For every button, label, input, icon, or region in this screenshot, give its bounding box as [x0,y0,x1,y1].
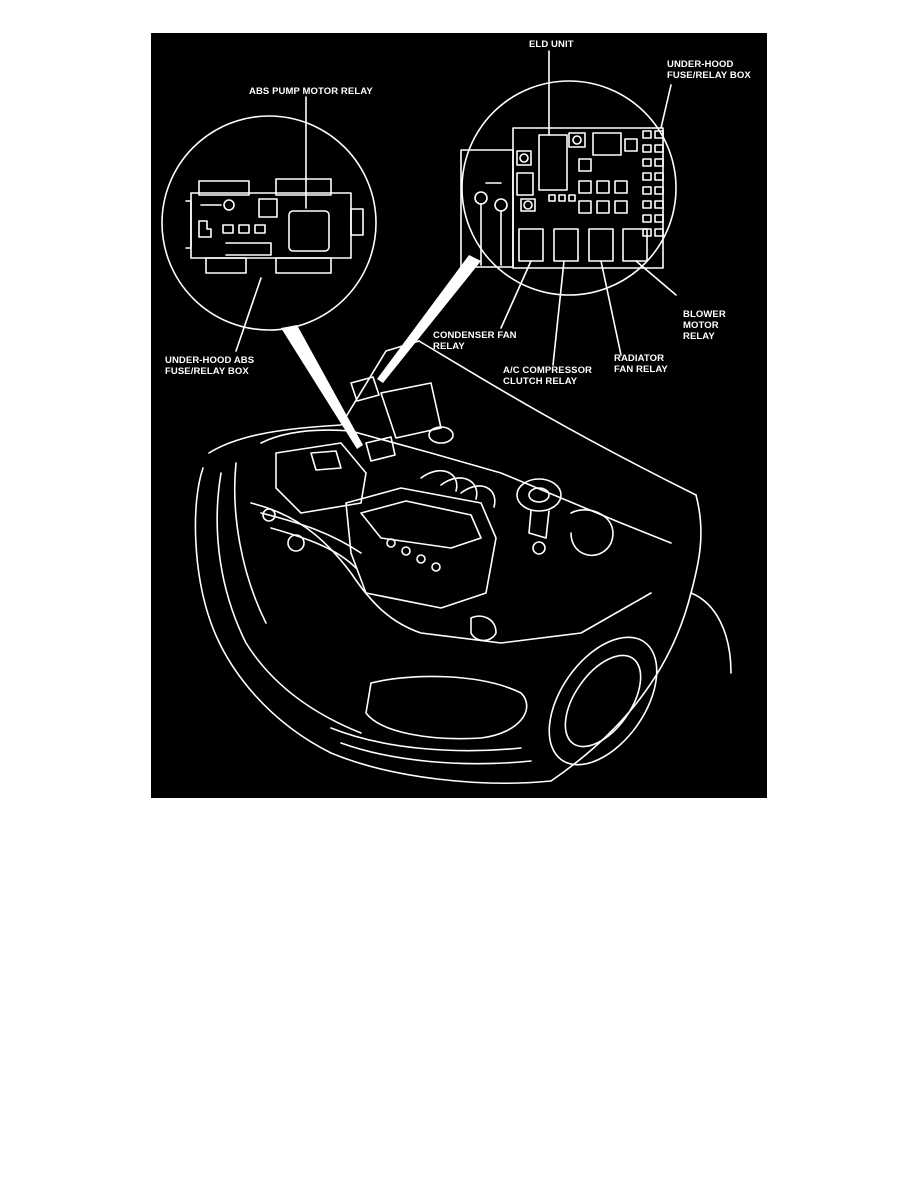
condenser-fan-relay-label: CONDENSER FAN RELAY [433,330,517,352]
ac-compressor-clutch-relay-label: A/C COMPRESSOR CLUTCH RELAY [503,365,593,387]
car-body [194,340,732,784]
relay-location-diagram: ABS PUMP MOTOR RELAY UNDER-HOOD ABS FUSE… [151,33,767,798]
abs-pump-motor-relay-label: ABS PUMP MOTOR RELAY [249,86,373,97]
zoom-beams [281,255,481,449]
fuse-box-magnifier [460,50,677,366]
under-hood-abs-box-label: UNDER-HOOD ABS FUSE/RELAY BOX [165,355,255,377]
radiator-fan-relay-label: RADIATOR FAN RELAY [614,353,668,375]
engine-bay-interior [250,376,672,644]
abs-box-magnifier [161,96,377,352]
under-hood-fuse-box-label: UNDER-HOOD FUSE/RELAY BOX [667,59,751,81]
engine-bay-illustration [161,50,732,784]
eld-unit-label: ELD UNIT [529,39,574,50]
blower-motor-relay-label: BLOWER MOTOR RELAY [683,309,726,342]
